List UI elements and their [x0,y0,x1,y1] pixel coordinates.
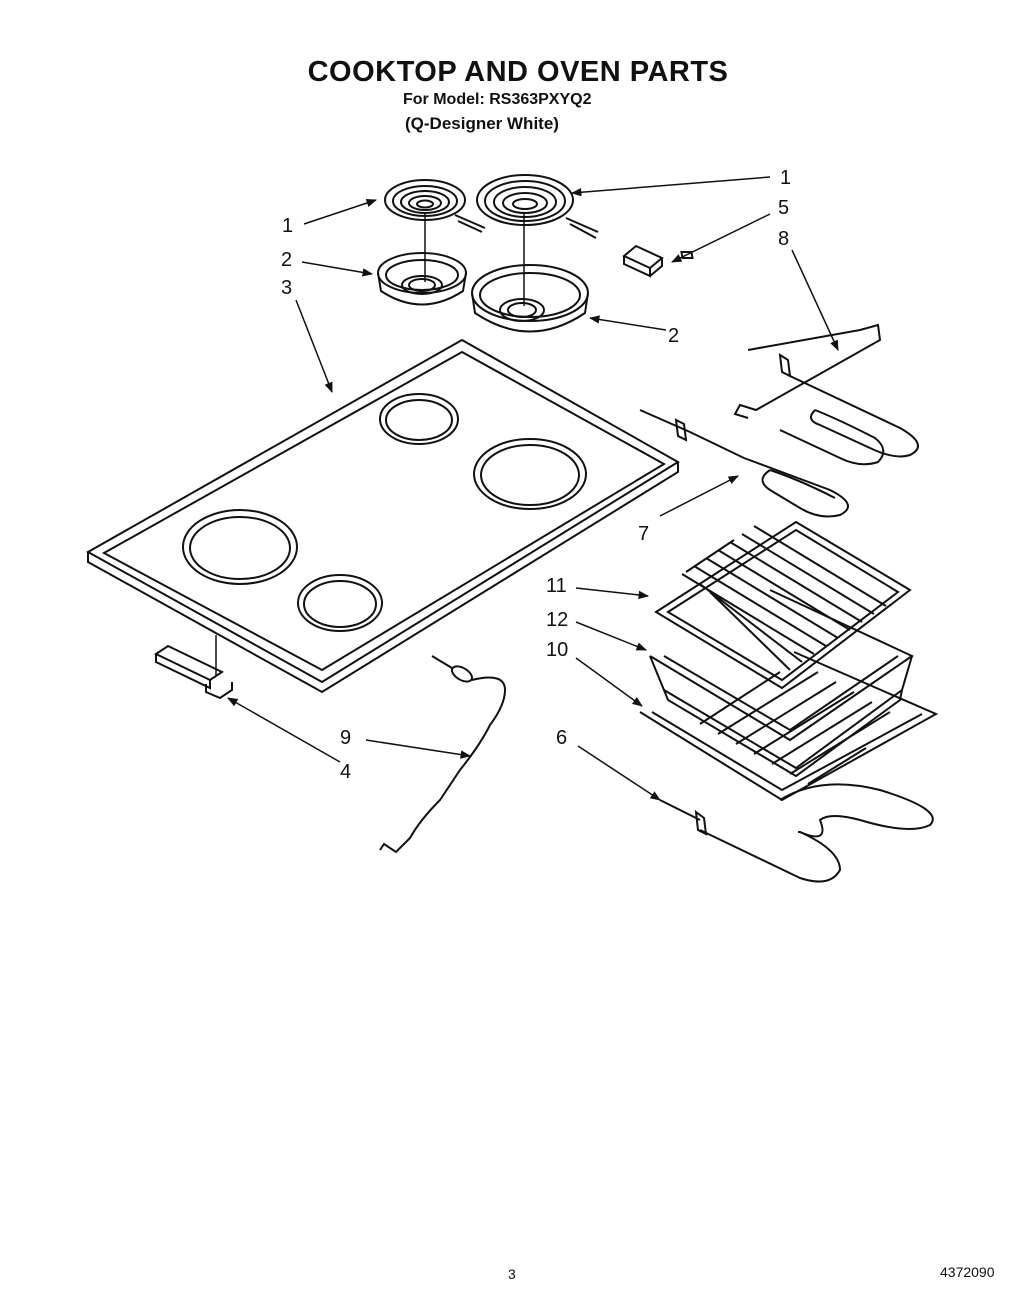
callout-7: 7 [638,523,649,545]
callout-1-right: 1 [780,167,791,189]
diagram-title: COOKTOP AND OVEN PARTS [307,56,729,88]
drip-bowl-small [377,252,467,306]
callout-2-left: 2 [281,249,292,271]
surface-element-small [384,179,486,282]
callout-6: 6 [556,727,567,749]
callout-1-left: 1 [282,215,293,237]
callout-2-right: 2 [668,325,679,347]
broil-element [733,323,919,466]
callout-12: 12 [546,609,568,631]
surface-element-large [476,174,599,306]
callout-3: 3 [281,277,292,299]
bake-element [639,409,849,518]
color-line: (Q-Designer White) [405,114,559,133]
callout-8: 8 [778,228,789,250]
callout-leaders [227,176,839,801]
document-number: 4372090 [940,1264,995,1280]
lower-bake-element [659,783,934,883]
callout-4: 4 [340,761,351,783]
drip-bowl-large [471,264,589,333]
page-number: 3 [508,1266,516,1282]
callout-11: 11 [546,575,567,597]
oven-rack [639,651,939,802]
cooktop-bracket [153,635,233,700]
cooktop [85,338,680,694]
broiler-grid [654,520,912,690]
model-line: For Model: RS363PXYQ2 [403,91,592,108]
callout-10: 10 [546,639,568,661]
callout-9: 9 [340,727,351,749]
terminal-block [622,244,694,278]
callout-numbers: 1 1 2 2 3 5 8 7 11 12 10 9 4 6 [281,167,791,783]
oven-sensor [379,655,507,854]
callout-5: 5 [778,197,789,219]
